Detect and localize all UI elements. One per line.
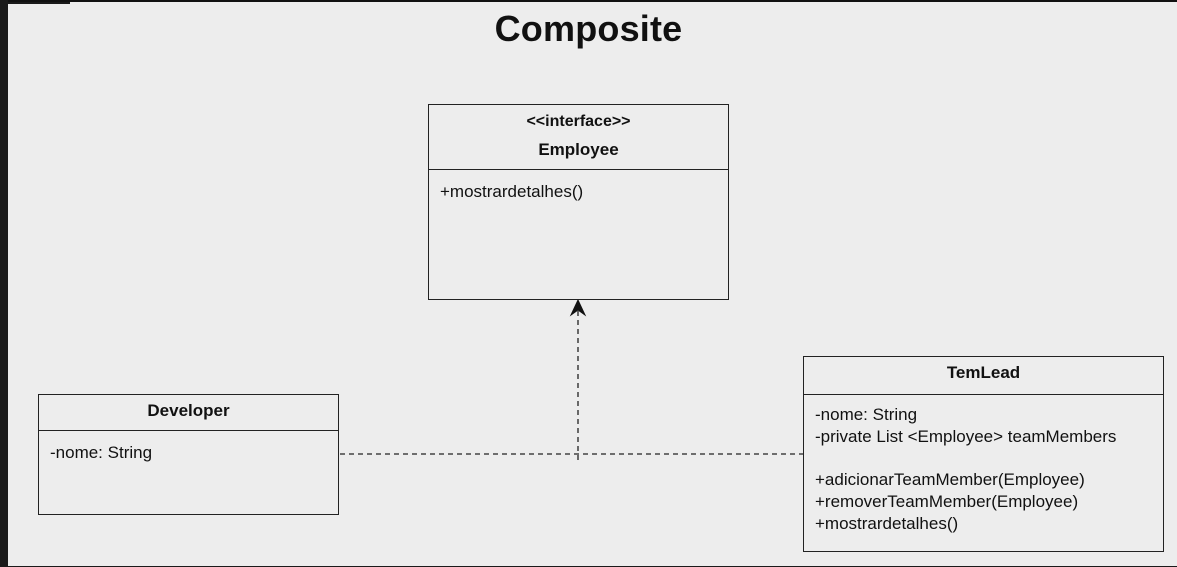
developer-divider (39, 430, 338, 431)
class-temlead[interactable]: TemLead -nome: String -private List <Emp… (803, 356, 1164, 552)
temlead-attribute: -nome: String (815, 405, 918, 424)
employee-divider (429, 169, 728, 170)
diagram-title: Composite (494, 8, 683, 49)
realization-arrowhead (569, 298, 587, 317)
canvas-edge (8, 2, 70, 4)
temlead-method: +mostrardetalhes() (815, 514, 959, 533)
class-employee[interactable]: <<interface>> Employee +mostrardetalhes(… (428, 104, 729, 300)
employee-method: +mostrardetalhes() (440, 182, 584, 201)
employee-stereotype: <<interface>> (526, 113, 631, 130)
temlead-attribute: -private List <Employee> teamMembers (815, 427, 1117, 446)
temlead-class-name: TemLead (946, 363, 1021, 382)
developer-class-name: Developer (147, 401, 230, 420)
employee-class-name: Employee (538, 140, 619, 159)
developer-attribute: -nome: String (50, 443, 153, 462)
temlead-divider (804, 394, 1163, 395)
temlead-method: +removerTeamMember(Employee) (815, 492, 1079, 511)
class-developer[interactable]: Developer -nome: String (38, 394, 339, 515)
temlead-method: +adicionarTeamMember(Employee) (815, 470, 1085, 489)
